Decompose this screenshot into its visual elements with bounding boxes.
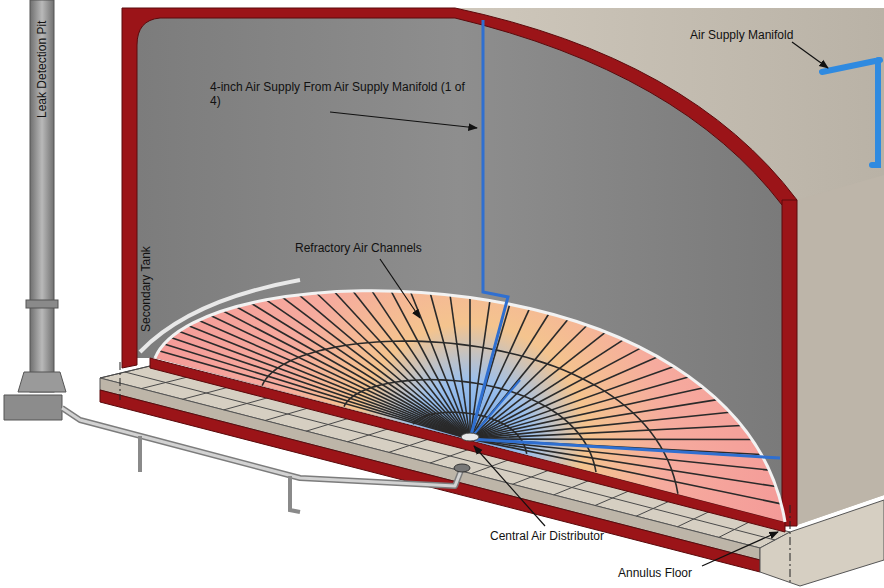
air-channel bbox=[266, 300, 470, 439]
leader-line bbox=[702, 532, 778, 566]
pit-fitting bbox=[18, 372, 66, 392]
part-label: Air Supply Manifold bbox=[690, 28, 830, 42]
air-channel bbox=[316, 293, 470, 439]
leader-line bbox=[330, 112, 477, 128]
part-label: 4-inch Air Supply From Air Supply Manifo… bbox=[210, 80, 466, 108]
air-supply-pipe bbox=[470, 20, 508, 439]
air-channel bbox=[210, 315, 470, 439]
air-channel bbox=[334, 292, 470, 439]
air-supply-manifold-pipe bbox=[822, 60, 880, 165]
part-label: Leak Detection Pit bbox=[35, 21, 49, 118]
refractory-floor bbox=[155, 291, 785, 522]
air-channel bbox=[470, 439, 776, 487]
floor-rim bbox=[155, 291, 785, 522]
drain-branch bbox=[140, 436, 300, 512]
air-channel bbox=[164, 344, 470, 439]
part-label: Central Air Distributor bbox=[490, 529, 650, 543]
air-channel bbox=[171, 337, 470, 439]
air-channel bbox=[372, 291, 470, 439]
air-channel bbox=[470, 425, 741, 439]
leader-line bbox=[380, 259, 420, 318]
air-channel bbox=[450, 295, 470, 439]
air-channel bbox=[469, 298, 471, 440]
air-channel bbox=[391, 291, 470, 439]
leak-detection-pit-pipe bbox=[30, 0, 54, 392]
air-supply-pipe bbox=[470, 380, 520, 439]
part-label: Refractory Air Channels bbox=[295, 241, 445, 255]
drain-pipe bbox=[62, 408, 462, 486]
pit-base bbox=[4, 395, 62, 420]
air-channel bbox=[179, 331, 470, 439]
air-channel bbox=[470, 357, 658, 439]
channel-ring bbox=[262, 341, 678, 494]
air-channel bbox=[410, 292, 470, 439]
air-channel bbox=[353, 291, 470, 439]
air-channel bbox=[470, 412, 730, 439]
air-channels bbox=[159, 291, 781, 504]
wall-cut-face bbox=[782, 200, 797, 526]
air-channel bbox=[299, 295, 470, 439]
leader-line bbox=[792, 42, 828, 68]
central-air-distributor bbox=[461, 433, 479, 441]
section-line bbox=[120, 362, 790, 585]
air-channel bbox=[470, 388, 704, 439]
outer-shell-side bbox=[797, 175, 884, 525]
leader-line bbox=[474, 446, 545, 526]
air-channel bbox=[470, 438, 752, 440]
air-channel bbox=[430, 293, 470, 439]
part-label: Secondary Tank bbox=[139, 246, 153, 332]
part-label: Annulus Floor bbox=[618, 566, 718, 580]
air-channel bbox=[223, 311, 470, 439]
air-channel bbox=[251, 303, 470, 439]
channel-ring bbox=[413, 412, 526, 454]
channel-ring bbox=[344, 380, 596, 473]
floor-drain bbox=[454, 464, 470, 472]
air-supply-pipe bbox=[470, 439, 780, 458]
drain-pipe-highlight bbox=[62, 408, 462, 486]
pipe-collar bbox=[26, 300, 58, 308]
